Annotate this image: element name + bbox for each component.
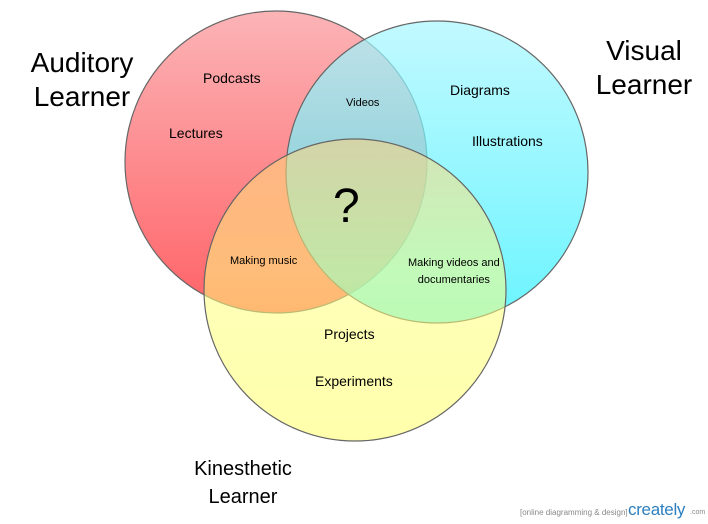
- center-question-mark: ?: [333, 180, 360, 233]
- item-projects: Projects: [324, 326, 375, 342]
- item-making-videos-line-2: documentaries: [417, 274, 490, 286]
- auditory-label-line-1: Auditory: [30, 47, 134, 78]
- item-podcasts: Podcasts: [203, 70, 261, 86]
- kinesthetic-label-line-2: Learner: [208, 486, 278, 508]
- watermark-domain: .com: [690, 509, 706, 516]
- creately-watermark: [online diagramming & design] creately .…: [520, 500, 706, 522]
- item-videos: Videos: [346, 97, 380, 109]
- item-making-videos: Making videos and documentaries: [408, 255, 500, 289]
- watermark-tagline: [online diagramming & design]: [520, 508, 628, 517]
- item-lectures: Lectures: [169, 125, 223, 141]
- creately-logo: creately: [628, 500, 686, 519]
- kinesthetic-label-line-1: Kinesthetic: [194, 458, 292, 480]
- auditory-learner-label: Auditory Learner: [22, 46, 142, 114]
- auditory-label-line-2: Learner: [33, 81, 131, 112]
- item-making-music: Making music: [230, 255, 298, 267]
- item-illustrations: Illustrations: [472, 133, 543, 149]
- visual-label-line-1: Visual: [606, 35, 682, 66]
- kinesthetic-circle: [203, 138, 507, 442]
- kinesthetic-learner-label: Kinesthetic Learner: [178, 455, 308, 511]
- visual-learner-label: Visual Learner: [584, 34, 704, 102]
- item-diagrams: Diagrams: [450, 82, 510, 98]
- item-experiments: Experiments: [315, 373, 393, 389]
- visual-label-line-2: Learner: [595, 69, 693, 100]
- item-making-videos-line-1: Making videos and: [408, 257, 500, 269]
